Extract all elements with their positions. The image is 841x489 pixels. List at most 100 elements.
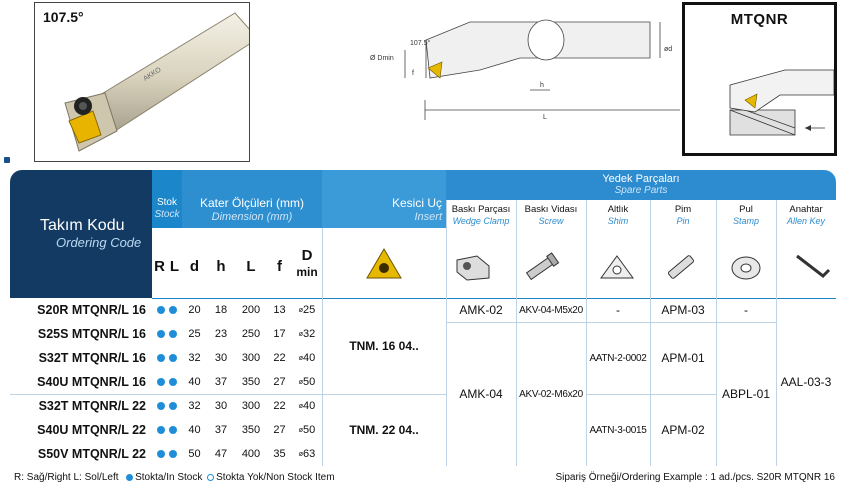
- wedge-divider: [446, 322, 516, 323]
- row-f: 27: [273, 424, 286, 436]
- row-d: 50: [188, 448, 201, 460]
- stock-dots: [152, 418, 182, 442]
- col-r: R: [154, 257, 165, 275]
- spare-col-label-en: Shim: [607, 215, 629, 226]
- pin-apm03: APM-03: [661, 303, 705, 317]
- stock-label-en: Stock: [154, 208, 180, 220]
- mtqnr-diagram: [729, 69, 834, 136]
- legend-in-stock: Stokta/In Stock: [135, 472, 203, 483]
- ordering-table: Takım Kodu Ordering Code Stok Stock Kate…: [10, 170, 836, 466]
- dmin-value: 50: [303, 424, 316, 436]
- wedge-amk04: AMK-04: [459, 387, 503, 401]
- shim-icon: [600, 255, 634, 279]
- row-f: 13: [273, 304, 286, 316]
- row-f: 22: [273, 352, 286, 364]
- table-row-code: S32T MTQNR/L 16: [38, 351, 146, 365]
- spare-col-label-en: Screw: [538, 215, 564, 226]
- photo-angle: 107.5°: [43, 9, 84, 25]
- in-stock-dot-icon: [157, 330, 165, 338]
- vline-stamp: [716, 200, 717, 466]
- row-h: 37: [214, 424, 228, 436]
- row-length: 200: [241, 304, 261, 316]
- in-stock-dot-icon: [169, 306, 177, 314]
- stock-dots: [152, 346, 182, 370]
- in-stock-dot-icon: [157, 450, 165, 458]
- row-h: 37: [214, 376, 228, 388]
- spare-label: Yedek Parçaları: [602, 173, 680, 185]
- spare-col-label-en: Stamp: [732, 215, 759, 226]
- pin-divider-2: [650, 394, 716, 395]
- in-stock-dot-icon: [169, 330, 177, 338]
- tool-drawing-svg: [404, 19, 680, 120]
- mtqnr-panel: MTQNR: [682, 2, 837, 156]
- angle-label: 107.5°: [410, 40, 431, 47]
- allen-key-icon: [796, 254, 831, 278]
- screw-akv02: AKV-02-M6x20: [519, 388, 583, 400]
- pin-apm02: APM-02: [661, 423, 705, 437]
- dmin-value: 32: [303, 328, 316, 340]
- technical-drawing: Ø Dmin f 107.5° h ød L: [350, 10, 680, 135]
- table-row-code: S50V MTQNR/L 22: [37, 447, 146, 461]
- col-d: d: [189, 257, 200, 275]
- header-code-bg: [10, 170, 152, 298]
- stamp-abpl01: ABPL-01: [721, 387, 771, 401]
- spare-label-en: Spare Parts: [614, 184, 668, 196]
- row-f: 27: [273, 376, 286, 388]
- group-divider: [10, 394, 322, 395]
- row-d: 40: [188, 376, 201, 388]
- mtqnr-code: MTQNR: [730, 11, 789, 28]
- header-bottom-line: [152, 298, 836, 299]
- in-stock-dot-icon: [169, 450, 177, 458]
- in-stock-dot-icon: [169, 354, 177, 362]
- in-stock-dot-icon: [157, 354, 165, 362]
- insert-triangle-icon: [366, 248, 402, 279]
- code-col-bg: [10, 298, 152, 466]
- vline-screw: [516, 200, 517, 466]
- diameter-prefix: ø: [298, 450, 304, 458]
- dims-label-en: Dimension (mm): [211, 211, 293, 223]
- spare-col-label: Baskı Parçası: [451, 204, 511, 215]
- dmin-label: Ø Dmin: [370, 55, 394, 62]
- non-stock-dot-icon: [207, 473, 215, 481]
- in-stock-dot-icon: [126, 473, 134, 481]
- vline-spare: [446, 200, 447, 466]
- stock-dots: [152, 394, 182, 418]
- row-length: 250: [241, 328, 261, 340]
- dmin-value: 40: [303, 352, 316, 364]
- row-length: 300: [241, 400, 261, 412]
- col-dmin: D: [301, 246, 313, 264]
- row-d: 40: [188, 424, 201, 436]
- row-d: 25: [188, 328, 201, 340]
- stock-dots: [152, 322, 182, 346]
- row-h: 23: [214, 328, 228, 340]
- spare-col-label-en: Pin: [676, 215, 690, 226]
- wedge-amk02: AMK-02: [459, 303, 503, 317]
- shim-none: -: [616, 303, 620, 317]
- h-label: h: [540, 82, 544, 89]
- row-h: 18: [214, 304, 228, 316]
- dmin-value: 50: [303, 376, 316, 388]
- table-row-code: S25S MTQNR/L 16: [37, 327, 146, 341]
- stock-label: Stok: [156, 196, 177, 208]
- in-stock-dot-icon: [157, 426, 165, 434]
- row-h: 30: [214, 352, 228, 364]
- table-title-en: Ordering Code: [56, 235, 142, 250]
- tool-holder-photo: AKKO: [64, 12, 249, 152]
- row-d: 32: [188, 400, 201, 412]
- dmin-value: 25: [303, 304, 316, 316]
- col-l: L: [169, 257, 180, 275]
- row-d: 32: [188, 352, 201, 364]
- spare-col-label: Altlık: [607, 204, 629, 215]
- stock-dots: [152, 442, 182, 466]
- vline-pin: [650, 200, 651, 466]
- spare-col-label: Anahtar: [789, 204, 823, 215]
- key-aal033: AAL-03-3: [780, 375, 832, 389]
- col-dmin-sub: min: [296, 265, 318, 279]
- screw-akv04: AKV-04-M5x20: [519, 304, 583, 316]
